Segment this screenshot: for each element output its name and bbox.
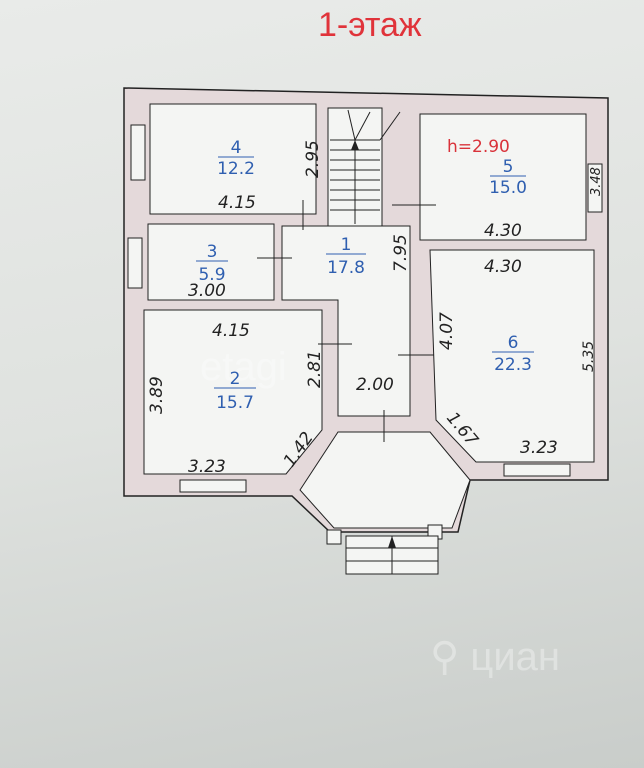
windows bbox=[127, 124, 603, 493]
entrance-arrow-icon bbox=[388, 536, 396, 548]
door-marks bbox=[257, 200, 436, 442]
watermark-cian-logo: ⚲ циан bbox=[430, 635, 560, 679]
dim-hall-width: 2.00 bbox=[356, 375, 394, 395]
svg-text:3: 3 bbox=[207, 242, 218, 262]
dim-room3-width: 3.00 bbox=[188, 281, 226, 301]
ceiling-height: h=2.90 bbox=[447, 137, 510, 157]
watermark-etagi: etagi bbox=[200, 345, 287, 389]
room-3 bbox=[147, 223, 275, 301]
dim-hall-length: 7.95 bbox=[391, 234, 411, 272]
svg-text:2: 2 bbox=[230, 369, 241, 389]
dim-room4-depth: 2.95 bbox=[303, 140, 323, 178]
room-label-1: 117.8 bbox=[326, 235, 366, 278]
dim-room5-width: 4.30 bbox=[484, 221, 522, 241]
svg-text:17.8: 17.8 bbox=[327, 258, 365, 278]
svg-text:5.9: 5.9 bbox=[198, 265, 225, 285]
svg-text:6: 6 bbox=[508, 333, 519, 353]
dim-room2-bottom: 3.23 bbox=[188, 457, 226, 477]
dim-room2-depth: 3.89 bbox=[147, 376, 167, 414]
room-label-6: 622.3 bbox=[492, 333, 534, 375]
room-2 bbox=[143, 309, 323, 475]
dim-room4-width: 4.15 bbox=[218, 193, 256, 213]
svg-text:15.0: 15.0 bbox=[489, 178, 527, 198]
vestibule bbox=[299, 431, 471, 529]
dim-room2-side: 2.81 bbox=[305, 350, 325, 388]
room-4 bbox=[149, 103, 317, 215]
floor-title: 1-этаж bbox=[318, 6, 422, 44]
room-label-5: 515.0 bbox=[489, 157, 527, 198]
svg-text:22.3: 22.3 bbox=[494, 355, 532, 375]
svg-text:15.7: 15.7 bbox=[216, 393, 254, 413]
dim-room2-width: 4.15 bbox=[212, 321, 250, 341]
svg-text:1: 1 bbox=[341, 235, 352, 255]
stair-arrow-icon bbox=[351, 140, 359, 150]
room-label-2: 215.7 bbox=[214, 369, 256, 413]
dim-room5-depth: 3.48 bbox=[589, 167, 604, 196]
room-label-4: 412.2 bbox=[217, 138, 255, 179]
dim-room6-width: 4.30 bbox=[484, 257, 522, 277]
dim-room6-side: 4.07 bbox=[437, 312, 457, 350]
svg-text:12.2: 12.2 bbox=[217, 159, 255, 179]
room-1 bbox=[281, 225, 411, 417]
svg-text:4: 4 bbox=[231, 138, 242, 158]
room-5 bbox=[419, 113, 587, 241]
dim-room6-bottom: 3.23 bbox=[520, 438, 558, 458]
room-label-3: 35.9 bbox=[196, 242, 228, 285]
dim-room6-depth: 5.35 bbox=[581, 341, 597, 372]
stair-treads bbox=[330, 109, 401, 224]
room-6 bbox=[429, 249, 595, 463]
svg-text:5: 5 bbox=[503, 157, 514, 177]
